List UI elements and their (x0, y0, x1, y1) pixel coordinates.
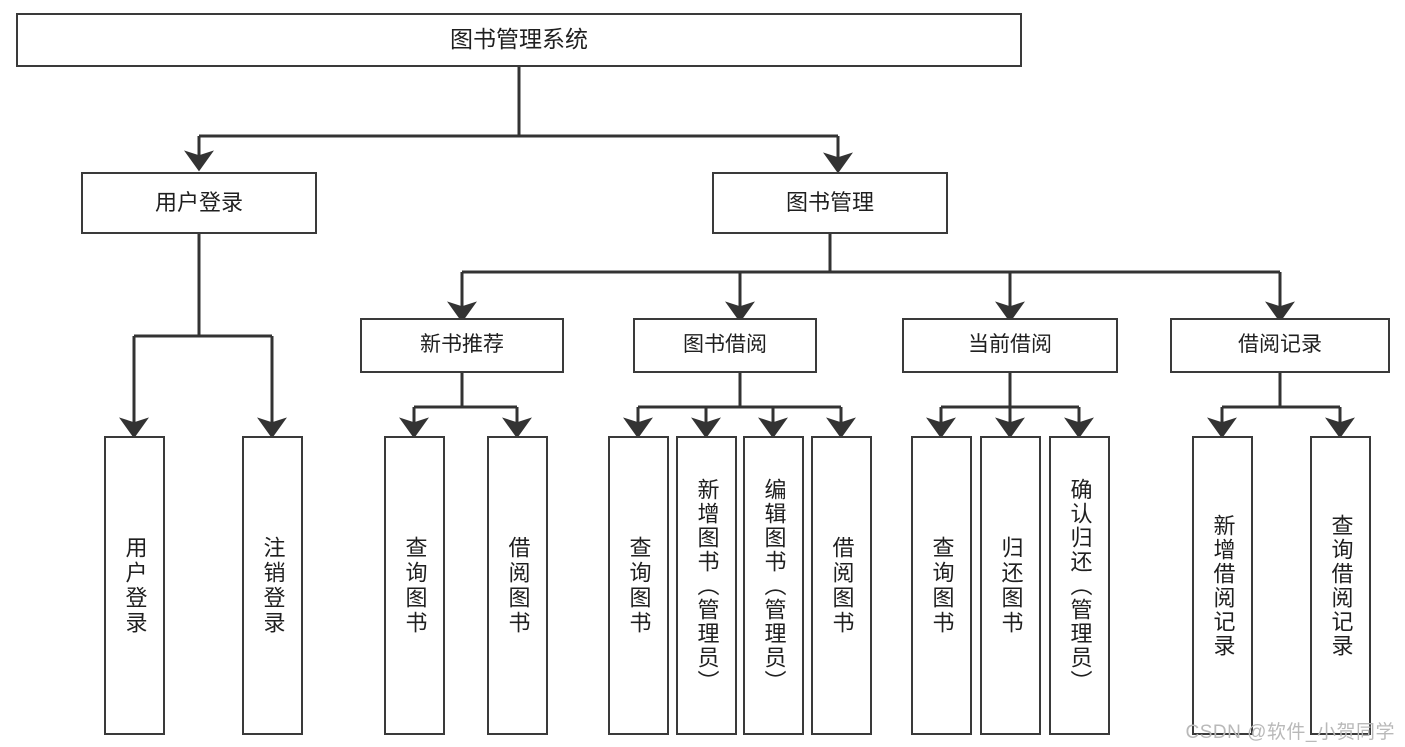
node-book-management-label: 图书管理 (785, 190, 874, 216)
node-book-borrow[interactable]: 图书借阅 (633, 318, 817, 373)
leaf-recommend-borrow-book-label: 借阅图书 (505, 535, 531, 636)
leaf-current-query-book-label: 查询图书 (929, 535, 955, 636)
node-borrow-record[interactable]: 借阅记录 (1170, 318, 1390, 373)
leaf-current-query-book[interactable]: 查询图书 (911, 436, 972, 735)
node-book-management[interactable]: 图书管理 (712, 172, 948, 234)
csdn-watermark: CSDN @软件_小贺同学 (1185, 722, 1395, 743)
leaf-user-login[interactable]: 用户登录 (104, 436, 165, 735)
leaf-return-book-label: 归还图书 (998, 535, 1024, 636)
leaf-add-borrow-record[interactable]: 新增借阅记录 (1192, 436, 1253, 735)
node-new-book-recommend-label: 新书推荐 (420, 333, 504, 357)
leaf-borrow-query-book-label: 查询图书 (626, 535, 652, 636)
leaf-add-book-admin[interactable]: 新增图书（管理员） (676, 436, 737, 735)
leaf-logout[interactable]: 注销登录 (242, 436, 303, 735)
node-user-login-label: 用户登录 (154, 190, 243, 216)
leaf-recommend-query-book[interactable]: 查询图书 (384, 436, 445, 735)
leaf-borrow-book[interactable]: 借阅图书 (811, 436, 872, 735)
leaf-recommend-query-book-label: 查询图书 (402, 535, 428, 636)
node-borrow-record-label: 借阅记录 (1238, 333, 1322, 357)
leaf-confirm-return-admin-label: 确认归还（管理员） (1067, 477, 1093, 694)
node-current-borrow[interactable]: 当前借阅 (902, 318, 1118, 373)
leaf-borrow-book-label: 借阅图书 (829, 535, 855, 636)
leaf-borrow-query-book[interactable]: 查询图书 (608, 436, 669, 735)
leaf-logout-label: 注销登录 (260, 535, 286, 636)
leaf-edit-book-admin-label: 编辑图书（管理员） (761, 477, 787, 694)
node-new-book-recommend[interactable]: 新书推荐 (360, 318, 564, 373)
leaf-return-book[interactable]: 归还图书 (980, 436, 1041, 735)
node-book-borrow-label: 图书借阅 (683, 333, 767, 357)
node-current-borrow-label: 当前借阅 (968, 333, 1052, 357)
node-user-login[interactable]: 用户登录 (81, 172, 317, 234)
leaf-query-borrow-record-label: 查询借阅记录 (1328, 513, 1354, 658)
node-root-system[interactable]: 图书管理系统 (16, 13, 1022, 67)
leaf-confirm-return-admin[interactable]: 确认归还（管理员） (1049, 436, 1110, 735)
node-root-label: 图书管理系统 (450, 26, 588, 53)
leaf-query-borrow-record[interactable]: 查询借阅记录 (1310, 436, 1371, 735)
leaf-add-book-admin-label: 新增图书（管理员） (694, 477, 720, 694)
leaf-add-borrow-record-label: 新增借阅记录 (1210, 513, 1236, 658)
leaf-edit-book-admin[interactable]: 编辑图书（管理员） (743, 436, 804, 735)
leaf-user-login-label: 用户登录 (122, 535, 148, 636)
leaf-recommend-borrow-book[interactable]: 借阅图书 (487, 436, 548, 735)
